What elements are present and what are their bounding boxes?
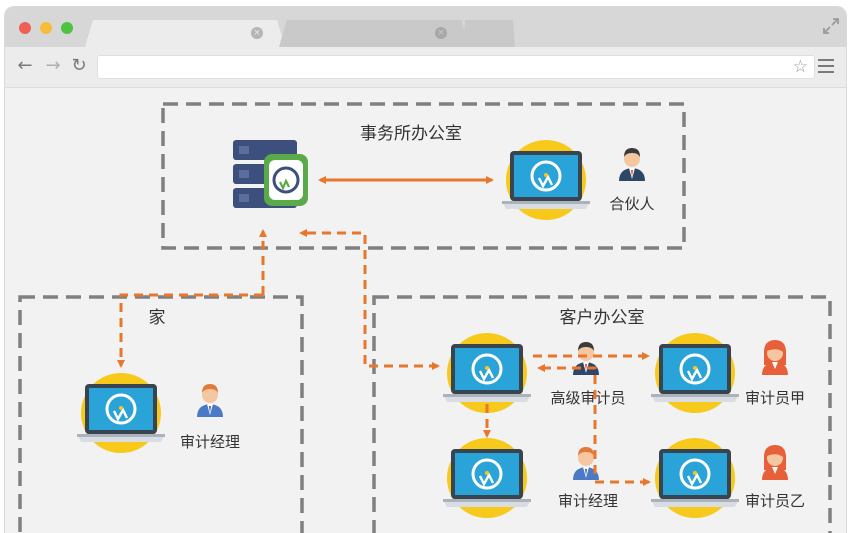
server-icon bbox=[233, 140, 308, 208]
back-icon[interactable]: ← bbox=[17, 55, 33, 76]
tab-close-icon[interactable]: × bbox=[435, 27, 447, 39]
partner-person-icon bbox=[619, 148, 645, 181]
home-box bbox=[18, 295, 304, 533]
title-bar: × × bbox=[5, 7, 846, 47]
auditor-a-laptop-icon bbox=[649, 331, 741, 415]
auditor-b-person-icon bbox=[762, 445, 788, 480]
reload-icon[interactable]: ↻ bbox=[71, 55, 87, 76]
menu-icon[interactable] bbox=[818, 59, 834, 73]
maximize-window-button[interactable] bbox=[61, 22, 73, 34]
fullscreen-icon[interactable] bbox=[822, 17, 840, 35]
office-box-label: 事务所办公室 bbox=[360, 124, 462, 144]
tab-close-icon[interactable]: × bbox=[251, 27, 263, 39]
senior-auditor-person-icon bbox=[573, 342, 599, 375]
tab-active[interactable]: × bbox=[85, 20, 285, 47]
client-box-label: 客户办公室 bbox=[560, 308, 645, 328]
forward-icon[interactable]: → bbox=[45, 55, 61, 76]
client-manager-laptop-icon bbox=[441, 436, 533, 520]
client-server-arrow bbox=[299, 229, 440, 370]
senior-auditor-laptop-icon bbox=[441, 331, 533, 415]
client-box bbox=[372, 295, 832, 533]
auditor-b-laptop-icon bbox=[649, 436, 741, 520]
partner-laptop-icon bbox=[500, 138, 592, 222]
browser-toolbar: ← → ↻ ☆ bbox=[5, 47, 846, 88]
client-audit-manager-label: 审计经理 bbox=[558, 492, 618, 510]
address-bar[interactable]: ☆ bbox=[97, 55, 815, 79]
manager-to-senior-arrow bbox=[537, 364, 597, 474]
close-window-button[interactable] bbox=[19, 22, 31, 34]
browser-window: × × ← → ↻ ☆ bbox=[4, 6, 847, 533]
auditor-b-label: 审计员乙 bbox=[745, 492, 805, 510]
minimize-window-button[interactable] bbox=[40, 22, 52, 34]
auditor-a-label: 审计员甲 bbox=[745, 389, 805, 407]
new-tab-button[interactable] bbox=[463, 20, 515, 47]
network-diagram: 事务所办公室 家 客户办公室 bbox=[18, 102, 832, 533]
home-audit-manager-label: 审计经理 bbox=[180, 433, 240, 451]
home-box-label: 家 bbox=[149, 308, 166, 328]
home-link-line bbox=[117, 293, 263, 368]
tab-inactive[interactable]: × bbox=[279, 20, 469, 47]
auditor-a-person-icon bbox=[762, 340, 788, 375]
senior-auditor-label: 高级审计员 bbox=[550, 389, 625, 407]
diagram-canvas: 事务所办公室 家 客户办公室 bbox=[5, 88, 846, 533]
bookmark-star-icon[interactable]: ☆ bbox=[792, 57, 808, 77]
partner-label: 合伙人 bbox=[609, 195, 654, 213]
home-manager-person-icon bbox=[197, 384, 223, 417]
home-laptop-icon bbox=[75, 371, 167, 455]
